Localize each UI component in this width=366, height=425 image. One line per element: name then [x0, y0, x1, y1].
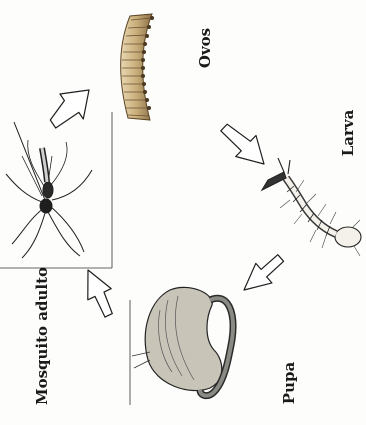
pupa-illustration — [130, 287, 233, 405]
eggs-illustration — [121, 14, 154, 120]
larva-illustration — [262, 158, 361, 256]
larva-label: Larva — [339, 110, 357, 157]
adult-frame — [0, 112, 112, 268]
arrow-eggs-to-larva — [221, 124, 264, 164]
eggs-label: Ovos — [196, 28, 214, 68]
arrow-adult-to-eggs — [50, 90, 89, 128]
pupa-label: Pupa — [280, 362, 298, 404]
adult-mosquito-label: Mosquito adulto — [33, 267, 51, 405]
arrow-larva-to-pupa — [244, 255, 284, 290]
adult-mosquito-illustration — [6, 122, 92, 258]
arrow-pupa-to-adult — [88, 270, 113, 317]
